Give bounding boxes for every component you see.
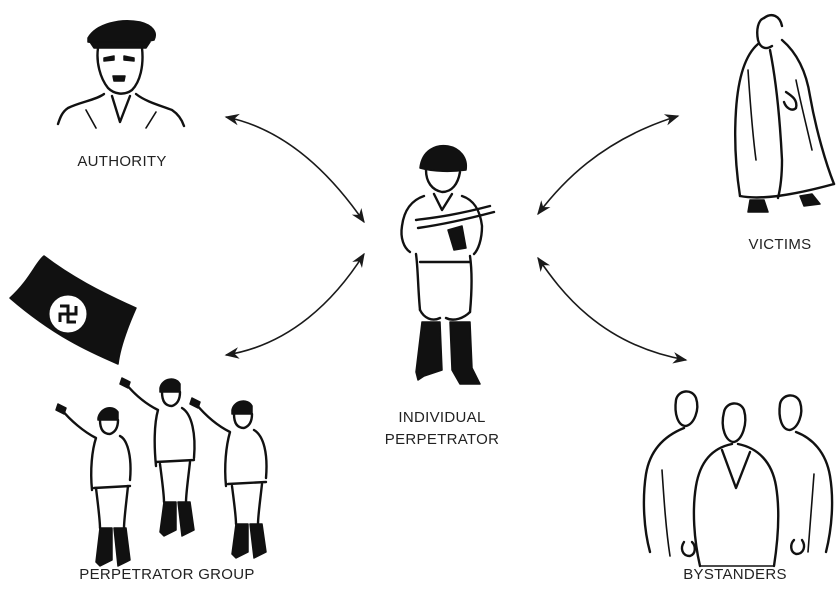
node-label-individual-line1: INDIVIDUAL bbox=[398, 409, 486, 426]
coated-victim-icon bbox=[734, 14, 836, 213]
swastika-flag-icon bbox=[9, 255, 137, 365]
arrow-victims-individual bbox=[537, 114, 680, 216]
officer-portrait-icon bbox=[56, 20, 186, 129]
saluting-soldiers-icon bbox=[55, 377, 268, 567]
bystanders-crowd-icon bbox=[642, 390, 834, 568]
arrow-group-individual bbox=[224, 252, 365, 359]
node-label-perpetrator-group: PERPETRATOR GROUP bbox=[79, 566, 255, 583]
arrow-authority-individual bbox=[224, 113, 365, 224]
node-label-victims: VICTIMS bbox=[748, 236, 812, 253]
arrow-bystanders-individual bbox=[537, 256, 688, 364]
node-label-individual-line2: PERPETRATOR bbox=[384, 431, 500, 448]
node-label-bystanders: BYSTANDERS bbox=[683, 566, 787, 583]
soldier-with-rifle-icon bbox=[400, 144, 496, 385]
node-label-authority: AUTHORITY bbox=[77, 153, 167, 170]
node-label-individual-perpetrator: INDIVIDUAL PERPETRATOR bbox=[377, 407, 507, 451]
